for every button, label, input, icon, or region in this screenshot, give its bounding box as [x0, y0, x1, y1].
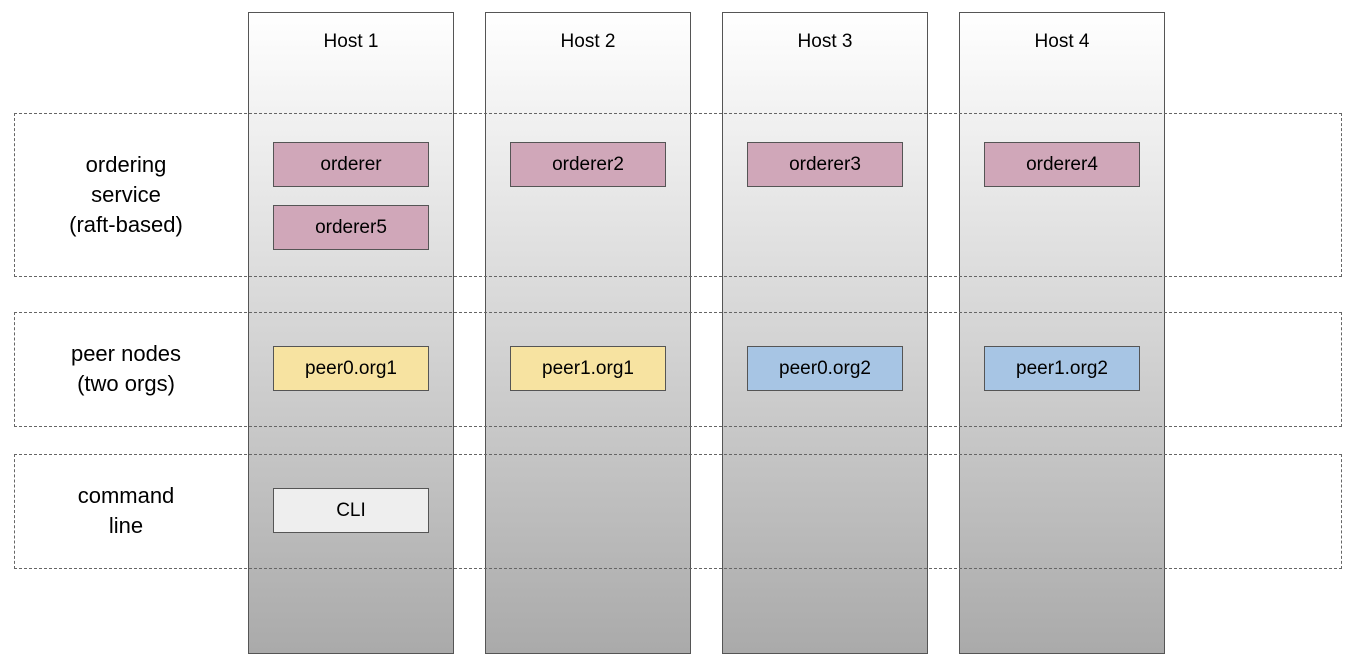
ordering-service-band	[14, 113, 1342, 277]
band-label-line: ordering	[85, 152, 167, 177]
ordering-service-label: ordering service (raft-based)	[14, 150, 238, 240]
orderer-node: orderer	[273, 142, 429, 187]
host-title: Host 1	[323, 31, 379, 52]
peer0-org1-node: peer0.org1	[273, 346, 429, 391]
command-line-band	[14, 454, 1342, 569]
band-label-line: (raft-based)	[69, 212, 183, 237]
band-label-line: (two orgs)	[77, 371, 175, 396]
band-label-line: line	[108, 513, 144, 538]
peer-nodes-label: peer nodes (two orgs)	[14, 339, 238, 399]
peer0-org2-node: peer0.org2	[747, 346, 903, 391]
host-title: Host 2	[560, 31, 616, 52]
host-title: Host 3	[797, 31, 853, 52]
host-column-2: Host 2	[485, 12, 691, 654]
host-column-3: Host 3	[722, 12, 928, 654]
band-label-line: peer nodes	[70, 341, 182, 366]
orderer4-node: orderer4	[984, 142, 1140, 187]
orderer5-node: orderer5	[273, 205, 429, 250]
command-line-label: command line	[14, 481, 238, 541]
band-label-line: service	[91, 182, 161, 207]
host-title: Host 4	[1034, 31, 1090, 52]
peer1-org2-node: peer1.org2	[984, 346, 1140, 391]
orderer2-node: orderer2	[510, 142, 666, 187]
host-column-4: Host 4	[959, 12, 1165, 654]
peer1-org1-node: peer1.org1	[510, 346, 666, 391]
band-label-line: command	[77, 483, 175, 508]
orderer3-node: orderer3	[747, 142, 903, 187]
peer-nodes-band	[14, 312, 1342, 427]
host-column-1: Host 1	[248, 12, 454, 654]
cli-node: CLI	[273, 488, 429, 533]
